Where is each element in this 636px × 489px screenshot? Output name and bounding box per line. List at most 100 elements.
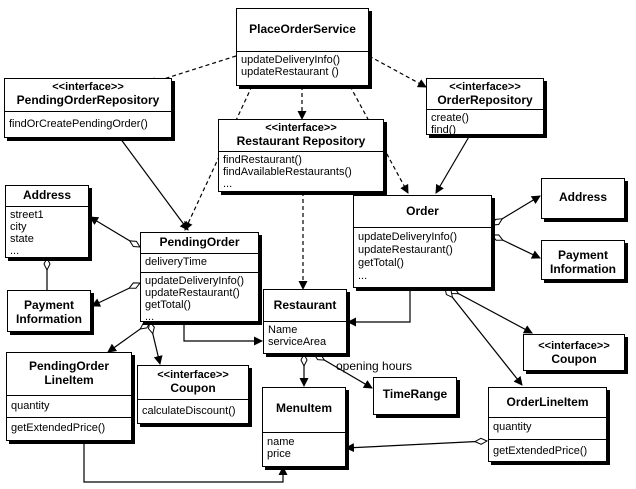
operation: getTotal() <box>358 257 404 269</box>
attribute: state <box>10 233 34 245</box>
attribute: quantity <box>11 400 50 412</box>
operations: create() find() <box>427 109 543 138</box>
interface-coupon-left[interactable]: <<interface>> Coupon calculateDiscount() <box>137 365 249 424</box>
stereotype: <<interface>> <box>157 369 229 381</box>
attributes: street1 city state ... <box>6 206 88 259</box>
interface-order-repository[interactable]: <<interface>> OrderRepository create() f… <box>426 78 544 138</box>
class-place-order-service[interactable]: PlaceOrderService updateDeliveryInfo() u… <box>236 8 369 90</box>
operation: ... <box>145 311 155 323</box>
attribute: price <box>267 448 291 460</box>
opening-hours-label: opening hours <box>336 359 413 373</box>
class-name: Coupon <box>551 352 597 366</box>
class-name: Payment Information <box>16 298 82 326</box>
assoc-order-line-item-menu-item <box>346 441 487 448</box>
comp-pending-order-address <box>90 216 140 247</box>
assoc-pending-line-item-menu-item <box>83 441 288 483</box>
attributes: quantity <box>489 417 606 439</box>
class-payment-information-left[interactable]: Payment Information <box>7 290 91 332</box>
class-restaurant[interactable]: Restaurant Name serviceArea <box>263 289 347 354</box>
class-payment-information-right[interactable]: Payment Information <box>541 240 625 280</box>
class-menu-item[interactable]: MenuItem name price <box>262 387 346 467</box>
assoc-pending-order-restaurant <box>183 322 263 346</box>
interface-header: <<interface>> Coupon <box>524 335 624 368</box>
attribute: street1 <box>10 209 44 221</box>
attribute: deliveryTime <box>145 256 207 268</box>
assoc-pending-order-coupon <box>150 322 160 364</box>
attribute: city <box>10 221 27 233</box>
operation: updateRestaurant () <box>241 66 339 78</box>
operation: findOrCreatePendingOrder() <box>9 118 148 130</box>
operation: updateDeliveryInfo() <box>241 54 341 66</box>
attribute: serviceArea <box>268 336 327 348</box>
operation: ... <box>223 178 233 190</box>
class-name: Restaurant Repository <box>236 134 366 148</box>
assoc-order-restaurant <box>347 288 411 327</box>
class-name: Coupon <box>170 381 216 395</box>
class-name: Restaurant <box>273 298 337 312</box>
interface-header: <<interface>> OrderRepository <box>427 79 543 109</box>
assoc-pending-repo-to-pending-order <box>119 137 189 231</box>
class-name: PendingOrder LineItem <box>28 359 109 387</box>
operation: find() <box>431 124 457 136</box>
assoc-order-coupon <box>448 287 532 334</box>
interface-header: <<interface>> Restaurant Repository <box>219 120 383 151</box>
operations: findRestaurant() findAvailableRestaurant… <box>219 151 383 192</box>
operations: getExtendedPrice() <box>489 439 606 459</box>
attributes: Name serviceArea <box>264 321 346 350</box>
class-name: OrderRepository <box>437 93 533 107</box>
attributes: quantity <box>7 395 131 417</box>
operations: updateDeliveryInfo() updateRestaurant() … <box>354 227 491 285</box>
stereotype: <<interface>> <box>52 81 124 93</box>
operations: findOrCreatePendingOrder() <box>5 111 171 132</box>
class-name: PendingOrder <box>159 235 240 249</box>
class-name: Order <box>406 204 439 218</box>
operation: ... <box>358 270 368 282</box>
attribute: ... <box>10 245 20 257</box>
comp-pending-order-line-item <box>108 322 150 352</box>
interface-restaurant-repository[interactable]: <<interface>> Restaurant Repository find… <box>218 119 384 192</box>
interface-pending-order-repository[interactable]: <<interface>> PendingOrderRepository fin… <box>4 78 172 138</box>
assoc-order-repo-to-order <box>435 134 471 194</box>
class-name: MenuItem <box>275 401 332 415</box>
dep-service-to-pending-repo <box>147 55 237 86</box>
class-order-line-item[interactable]: OrderLineItem quantity getExtendedPrice(… <box>488 387 607 462</box>
operation: updateRestaurant() <box>358 244 453 256</box>
operation: updateRestaurant() <box>145 287 240 299</box>
operations: updateDeliveryInfo() updateRestaurant() … <box>141 272 258 325</box>
interface-header: <<interface>> PendingOrderRepository <box>5 79 171 111</box>
operation: findAvailableRestaurants() <box>223 166 352 178</box>
comp-order-payment <box>492 235 540 258</box>
comp-pending-order-payment <box>92 283 140 306</box>
stereotype: <<interface>> <box>265 122 337 134</box>
operations: calculateDiscount() <box>138 399 248 419</box>
dep-service-to-order-repo <box>368 55 427 88</box>
operation: updateDeliveryInfo() <box>358 231 458 243</box>
class-pending-order-line-item[interactable]: PendingOrder LineItem quantity getExtend… <box>6 352 132 441</box>
operation: findRestaurant() <box>223 154 302 166</box>
class-name: PlaceOrderService <box>249 22 356 36</box>
operation: ... <box>241 78 251 90</box>
class-time-range[interactable]: TimeRange <box>373 377 457 415</box>
attribute: Name <box>268 324 298 336</box>
class-pending-order[interactable]: PendingOrder deliveryTime updateDelivery… <box>140 232 259 325</box>
operations: updateDeliveryInfo() updateRestaurant ()… <box>237 51 368 92</box>
class-name: OrderLineItem <box>506 395 589 409</box>
dep-service-to-order <box>349 85 409 194</box>
comp-order-line-item <box>445 288 522 385</box>
attribute: name <box>267 436 295 448</box>
attributes: deliveryTime <box>141 253 258 272</box>
operation: getTotal() <box>145 299 191 311</box>
class-address-left[interactable]: Address street1 city state ... <box>5 185 89 258</box>
operations: getExtendedPrice() <box>7 417 131 436</box>
operation: getExtendedPrice() <box>11 422 106 434</box>
interface-coupon-right[interactable]: <<interface>> Coupon <box>523 334 625 371</box>
class-address-right[interactable]: Address <box>541 178 625 219</box>
operation: create() <box>431 112 469 124</box>
comp-order-address <box>492 196 540 225</box>
class-order[interactable]: Order updateDeliveryInfo() updateRestaur… <box>353 195 492 288</box>
operation: getExtendedPrice() <box>493 445 588 457</box>
interface-header: <<interface>> Coupon <box>138 366 248 399</box>
class-name: Address <box>22 188 72 202</box>
class-name: Payment Information <box>550 248 616 276</box>
